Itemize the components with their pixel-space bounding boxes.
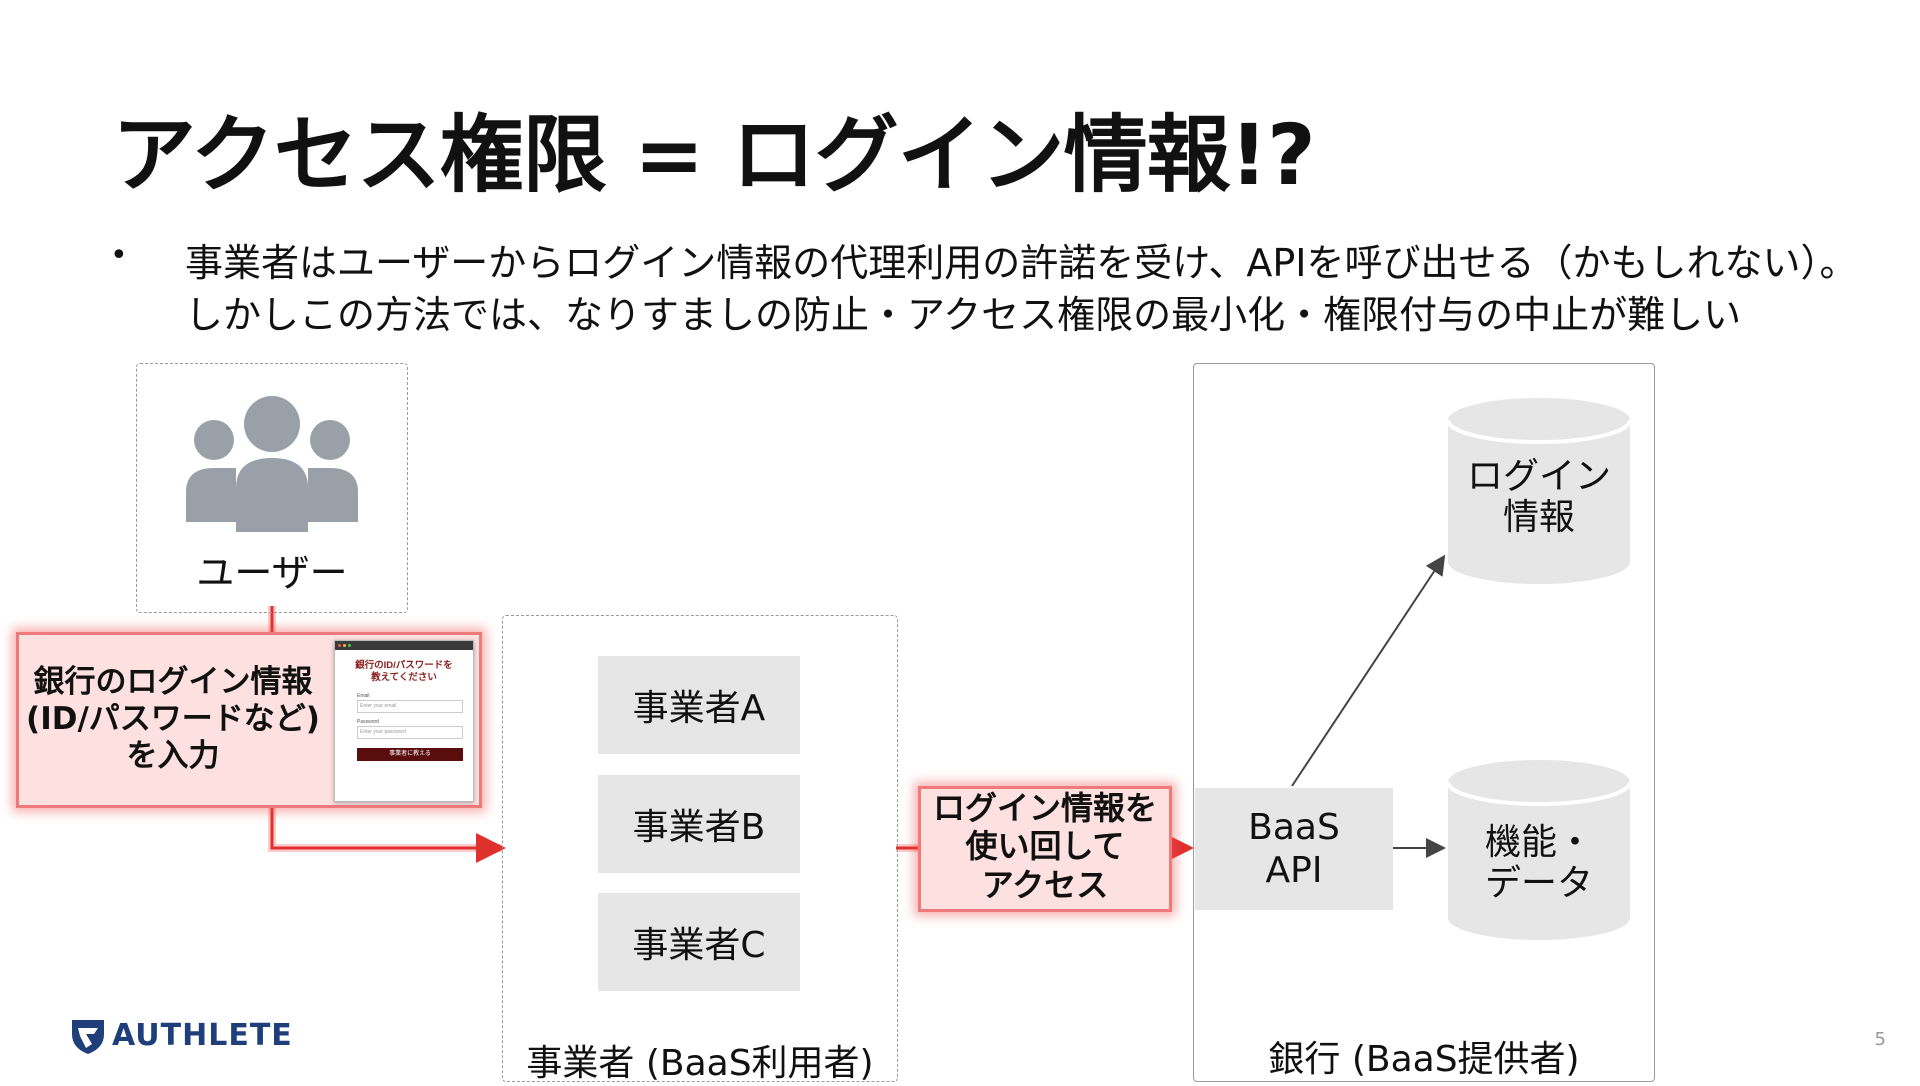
login-info-database-icon [1446, 398, 1632, 584]
login-info-db-label: ログイン 情報 [1446, 456, 1632, 539]
baas-api-box: BaaS API [1195, 788, 1393, 910]
page-number: 5 [1874, 1029, 1886, 1050]
bank-caption: 銀行 (BaaS提供者) [1268, 1039, 1580, 1080]
window-dot-icon [343, 644, 346, 647]
business-b-box: 事業者B [598, 775, 800, 873]
mock-login-form: 銀行のID/パスワードを 教えてください Email Enter your em… [334, 640, 474, 802]
users-group-icon [186, 396, 358, 532]
user-label: ユーザー [196, 551, 348, 595]
data-db-line-1: 機能・ [1484, 822, 1593, 863]
business-c-box: 事業者C [598, 893, 800, 991]
mock-password-input[interactable]: Enter your password [357, 725, 463, 739]
mock-email-label: Email [357, 692, 370, 699]
input-callout-line-1: 銀行のログイン情報 [33, 664, 313, 700]
mock-form-heading-line-2: 教えてください [371, 671, 437, 683]
mock-submit-button[interactable]: 事業者に教える [357, 747, 463, 761]
user-box [136, 363, 408, 613]
mock-form-heading: 銀行のID/パスワードを 教えてください [335, 660, 473, 684]
input-callout-line-2: (ID/パスワードなど) [26, 701, 320, 738]
data-db-line-2: データ [1484, 863, 1593, 905]
function-data-database-icon [1446, 760, 1632, 940]
bullet-symbol: • [110, 238, 128, 273]
reuse-credentials-callout [918, 786, 1172, 912]
mock-email-input[interactable]: Enter your email [357, 699, 463, 713]
window-dot-icon [348, 644, 351, 647]
window-dot-icon [338, 644, 341, 647]
baas-api-line-1: BaaS [1248, 806, 1340, 848]
mock-password-label: Password [357, 718, 379, 725]
mock-browser-bar [335, 641, 473, 650]
reuse-credentials-text: ログイン情報を 使い回して アクセス [918, 789, 1172, 904]
slide-title: アクセス権限 = ログイン情報!? [112, 106, 1316, 204]
mock-form-heading-line-1: 銀行のID/パスワードを [355, 660, 453, 671]
input-callout-line-3: を入力 [126, 738, 220, 775]
bullet-text-line-1: 事業者はユーザーからログイン情報の代理利用の許諾を受け、APIを呼び出せる（かも… [185, 241, 1858, 285]
login-db-line-2: 情報 [1502, 497, 1575, 539]
function-data-db-label: 機能・ データ [1446, 822, 1632, 905]
login-db-line-1: ログイン [1466, 456, 1611, 497]
baas-api-line-2: API [1265, 850, 1323, 891]
business-caption: 事業者 (BaaS利用者) [526, 1043, 874, 1084]
input-credentials-text: 銀行のログイン情報 (ID/パスワードなど) を入力 [18, 664, 328, 776]
reuse-callout-line-2: 使い回して [965, 827, 1125, 866]
business-a-box: 事業者A [598, 656, 800, 754]
authlete-shield-icon [72, 1020, 104, 1054]
api-to-login-db-arrow [1291, 554, 1446, 787]
reuse-callout-line-3: アクセス [981, 865, 1109, 904]
bullet-text-line-2: しかしこの方法では、なりすましの防止・アクセス権限の最小化・権限付与の中止が難し… [185, 293, 1742, 337]
authlete-logo-text: AUTHLETE [112, 1018, 293, 1053]
reuse-callout-line-1: ログイン情報を [932, 789, 1157, 827]
